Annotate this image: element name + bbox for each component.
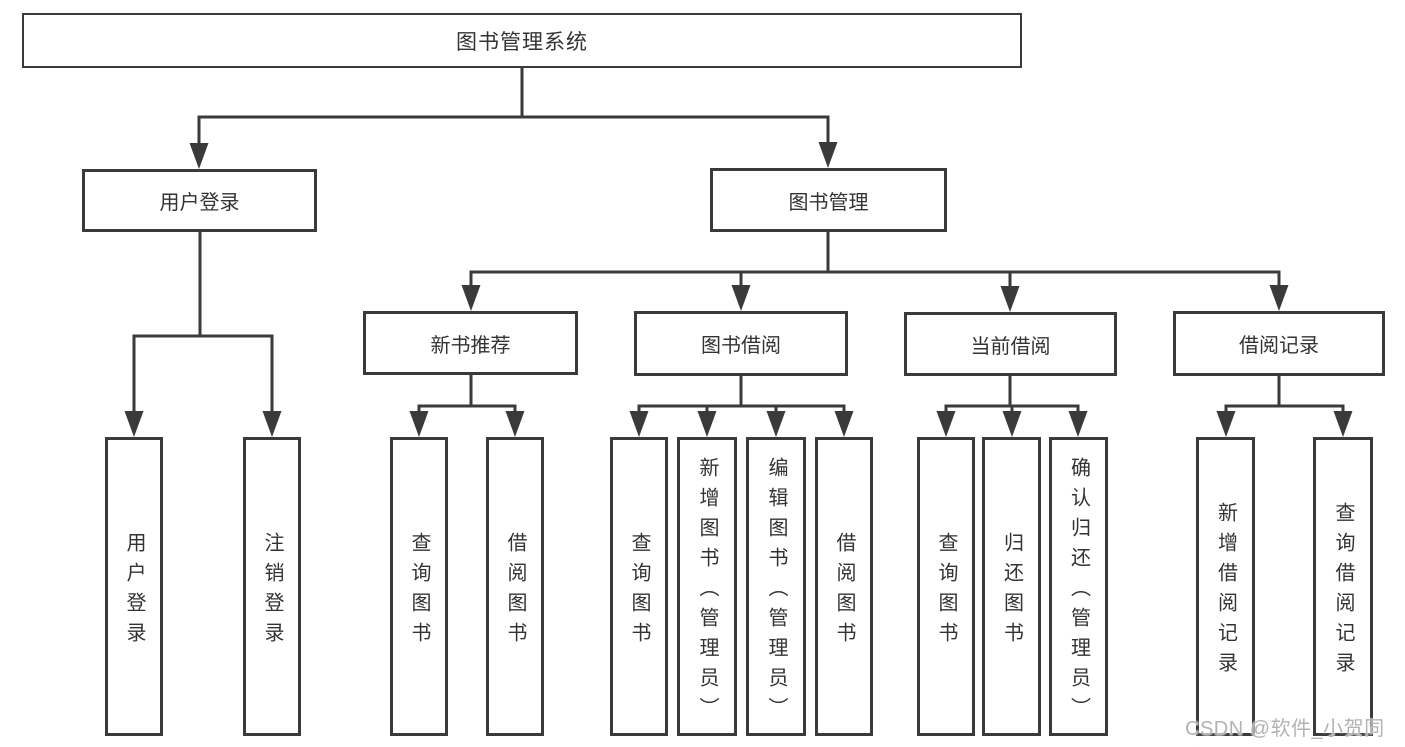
arrowhead-down-icon: [1269, 285, 1289, 311]
connector-group: [124, 232, 282, 437]
node-label: 当前借阅: [970, 335, 1051, 358]
leaf-borrow-books-2: 借阅图书: [815, 437, 873, 736]
node-label: 查询图书: [935, 531, 957, 652]
connector-group: [1216, 376, 1353, 437]
connector-group: [189, 68, 838, 169]
leaf-add-borrow-record: 新增借阅记录: [1196, 437, 1255, 736]
leaf-logout: 注销登录: [243, 437, 301, 736]
node-label: 查询借阅记录: [1332, 501, 1354, 682]
leaf-return-books: 归还图书: [982, 437, 1041, 736]
leaf-borrow-books-1: 借阅图书: [486, 437, 544, 736]
node-label: 借阅图书: [833, 531, 855, 652]
node-label: 查询图书: [408, 531, 430, 652]
node-label: 图书管理: [788, 191, 869, 214]
leaf-add-books-admin: 新增图书（管理员）: [677, 437, 737, 736]
arrowhead-down-icon: [189, 143, 209, 169]
connector-group: [936, 376, 1088, 437]
node-user-login: 用户登录: [82, 169, 317, 232]
leaf-query-books-1: 查询图书: [390, 437, 448, 736]
arrowhead-down-icon: [409, 411, 429, 437]
node-label: 确认归还（管理员）: [1067, 456, 1090, 727]
node-borrowing-records: 借阅记录: [1173, 311, 1385, 376]
leaf-query-borrow-record: 查询借阅记录: [1313, 437, 1373, 736]
arrowhead-down-icon: [1002, 411, 1022, 437]
arrowhead-down-icon: [1000, 286, 1020, 312]
arrowhead-down-icon: [1216, 411, 1236, 437]
arrowhead-down-icon: [124, 411, 144, 437]
arrowhead-down-icon: [818, 142, 838, 168]
node-current-borrowing: 当前借阅: [904, 312, 1117, 376]
arrowhead-down-icon: [629, 411, 649, 437]
node-label: 新增借阅记录: [1214, 501, 1237, 682]
node-label: 注销登录: [261, 531, 283, 652]
arrowhead-down-icon: [262, 411, 282, 437]
node-label: 用户登录: [123, 531, 145, 652]
node-label: 编辑图书（管理员）: [765, 456, 787, 727]
node-label: 归还图书: [1000, 531, 1023, 652]
leaf-edit-books-admin: 编辑图书（管理员）: [746, 437, 806, 736]
leaf-query-books-2: 查询图书: [610, 437, 668, 736]
arrowhead-down-icon: [766, 411, 786, 437]
watermark: CSDN @软件_小贺同学: [1185, 718, 1385, 740]
node-label: 图书管理系统: [456, 30, 588, 54]
leaf-user-login: 用户登录: [105, 437, 163, 736]
arrowhead-down-icon: [505, 411, 525, 437]
node-label: 借阅图书: [504, 531, 526, 652]
arrowhead-down-icon: [461, 285, 481, 311]
arrowhead-down-icon: [731, 285, 751, 311]
arrowhead-down-icon: [936, 411, 956, 437]
leaf-query-books-3: 查询图书: [917, 437, 975, 736]
arrowhead-down-icon: [834, 411, 854, 437]
node-book-management: 图书管理: [710, 168, 947, 232]
node-new-book-recommendation: 新书推荐: [363, 311, 578, 375]
arrowhead-down-icon: [1068, 411, 1088, 437]
connector-group: [461, 232, 1289, 312]
leaf-confirm-return-admin: 确认归还（管理员）: [1049, 437, 1108, 736]
node-label: 查询图书: [628, 531, 650, 652]
node-label: 图书借阅: [701, 335, 781, 357]
connector-group: [409, 375, 525, 437]
node-book-borrowing: 图书借阅: [634, 311, 848, 376]
node-label: 用户登录: [159, 192, 240, 214]
connector-group: [629, 376, 854, 437]
arrowhead-down-icon: [1333, 411, 1353, 437]
node-label: 借阅记录: [1239, 335, 1319, 357]
node-library-management-system: 图书管理系统: [22, 13, 1022, 68]
node-label: 新增图书（管理员）: [696, 456, 718, 727]
arrowhead-down-icon: [697, 411, 717, 437]
node-label: 新书推荐: [430, 334, 511, 357]
